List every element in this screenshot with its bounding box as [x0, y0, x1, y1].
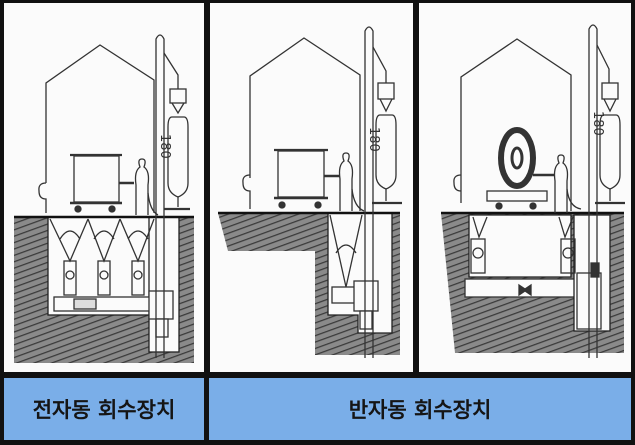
panel-semi-auto-coil: 180 [419, 3, 631, 372]
label-full-auto: 전자동 회수장치 [4, 378, 204, 440]
vertical-duct [364, 26, 374, 358]
vertical-duct [588, 24, 598, 358]
filter-unit [599, 114, 621, 190]
worker [134, 158, 150, 215]
duct-mark: 180 [157, 134, 172, 159]
flat-car [486, 190, 548, 202]
panel-semi-auto-cart: 180 [210, 3, 413, 372]
semi-auto-coil-diagram: 180 [441, 24, 625, 358]
building-outline [45, 44, 155, 213]
full-auto-diagram: 180 [14, 34, 194, 363]
duct-mark: 180 [366, 127, 381, 152]
label-semi-auto: 반자동 회수장치 [209, 378, 631, 440]
worker [553, 154, 569, 213]
building-outline [249, 37, 361, 211]
hopper-group [49, 218, 155, 296]
coil [498, 127, 536, 189]
worker [338, 152, 354, 211]
cart [73, 155, 120, 203]
building-outline [460, 38, 572, 211]
filter-unit [167, 116, 189, 198]
semi-auto-cart-diagram: 180 [218, 26, 402, 358]
panel-full-auto: 180 [4, 3, 204, 372]
cart [277, 150, 325, 198]
filter-unit [375, 114, 397, 190]
vertical-duct [155, 34, 165, 358]
